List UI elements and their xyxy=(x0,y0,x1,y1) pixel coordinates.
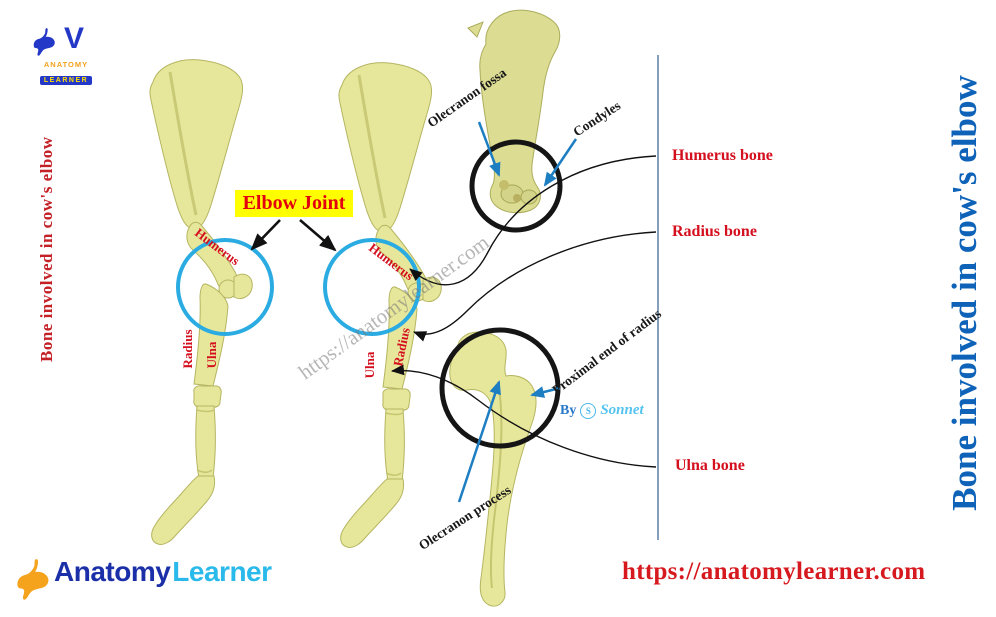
logo-top-anatomy-text: ANATOMY xyxy=(43,60,89,69)
right-vertical-title: Bone involved in cow's elbow xyxy=(945,75,984,511)
radius-bone-label: Radius bone xyxy=(672,223,757,240)
logo-bottom-anatomy-text: Anatomy xyxy=(54,556,171,587)
elbow-circle-left xyxy=(176,238,274,336)
left-leg-bones xyxy=(148,58,254,546)
humerus-bone-label: Humerus bone xyxy=(672,147,773,164)
elbow-joint-arrows xyxy=(250,219,337,252)
byline-by-text: By xyxy=(560,402,577,418)
condyle-region-circle xyxy=(469,139,563,233)
logo-animal-icon-top xyxy=(33,28,55,56)
ulna-bone-label: Ulna bone xyxy=(675,457,745,474)
logo-top: V ANATOMY LEARNER xyxy=(30,22,102,87)
logo-bottom: Anatomy Learner xyxy=(12,556,272,588)
byline-name-text: Sonnet xyxy=(600,402,644,418)
logo-animal-icon-bottom xyxy=(17,559,49,600)
radius-ulna-detail-bone xyxy=(449,331,537,607)
left-vertical-title: Bone involved in cow's elbow xyxy=(37,136,56,362)
elbow-circle-right xyxy=(323,238,421,336)
site-url-text: https://anatomylearner.com xyxy=(622,558,926,585)
logo-top-learner-text: LEARNER xyxy=(39,76,93,85)
byline: By S Sonnet xyxy=(560,402,644,419)
sonnet-icon: S xyxy=(580,402,597,419)
elbow-joint-label: Elbow Joint xyxy=(235,190,353,217)
logo-bottom-learner-text: Learner xyxy=(172,556,272,587)
left-leg-radius-label: Radius xyxy=(180,329,195,369)
logo-top-letter: V xyxy=(63,22,84,55)
detail-annotation-arrows xyxy=(457,121,578,503)
left-leg-ulna-label: Ulna xyxy=(204,341,219,369)
